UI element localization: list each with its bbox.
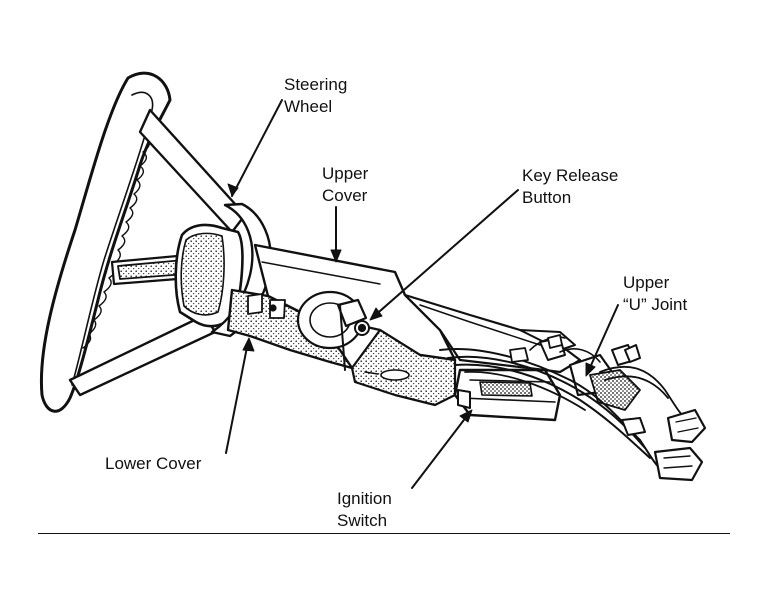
label-line: Button	[522, 188, 572, 207]
label-key-release-button: Key Release Button	[522, 165, 618, 209]
label-line: Upper	[623, 273, 670, 292]
leader-ignition-switch	[411, 411, 471, 489]
lock-cylinder	[296, 290, 370, 371]
label-upper-cover: Upper Cover	[322, 163, 368, 207]
label-upper-u-joint: Upper “U” Joint	[623, 272, 687, 316]
label-line: Wheel	[284, 97, 333, 116]
label-steering-wheel: Steering Wheel	[284, 74, 347, 118]
lower-cover	[226, 288, 457, 407]
wiring-harness	[439, 334, 707, 482]
label-line: “U” Joint	[623, 295, 688, 314]
arrowheads	[227, 183, 596, 423]
label-line: Upper	[322, 164, 369, 183]
label-line: Cover	[322, 186, 368, 205]
label-line: Lower Cover	[105, 454, 202, 473]
label-lower-cover: Lower Cover	[105, 453, 201, 475]
label-line: Switch	[337, 511, 388, 530]
leader-lower-cover	[225, 341, 249, 454]
leader-lines	[225, 99, 619, 489]
label-ignition-switch: Ignition Switch	[337, 488, 392, 532]
leader-upper-u-joint	[587, 304, 619, 373]
leader-key-release	[371, 189, 519, 319]
leader-steering-wheel	[231, 99, 283, 197]
label-line: Ignition	[337, 489, 392, 508]
label-line: Key Release	[522, 166, 619, 185]
steering-wheel	[39, 71, 272, 413]
bottom-divider	[38, 533, 730, 534]
label-line: Steering	[284, 75, 348, 94]
